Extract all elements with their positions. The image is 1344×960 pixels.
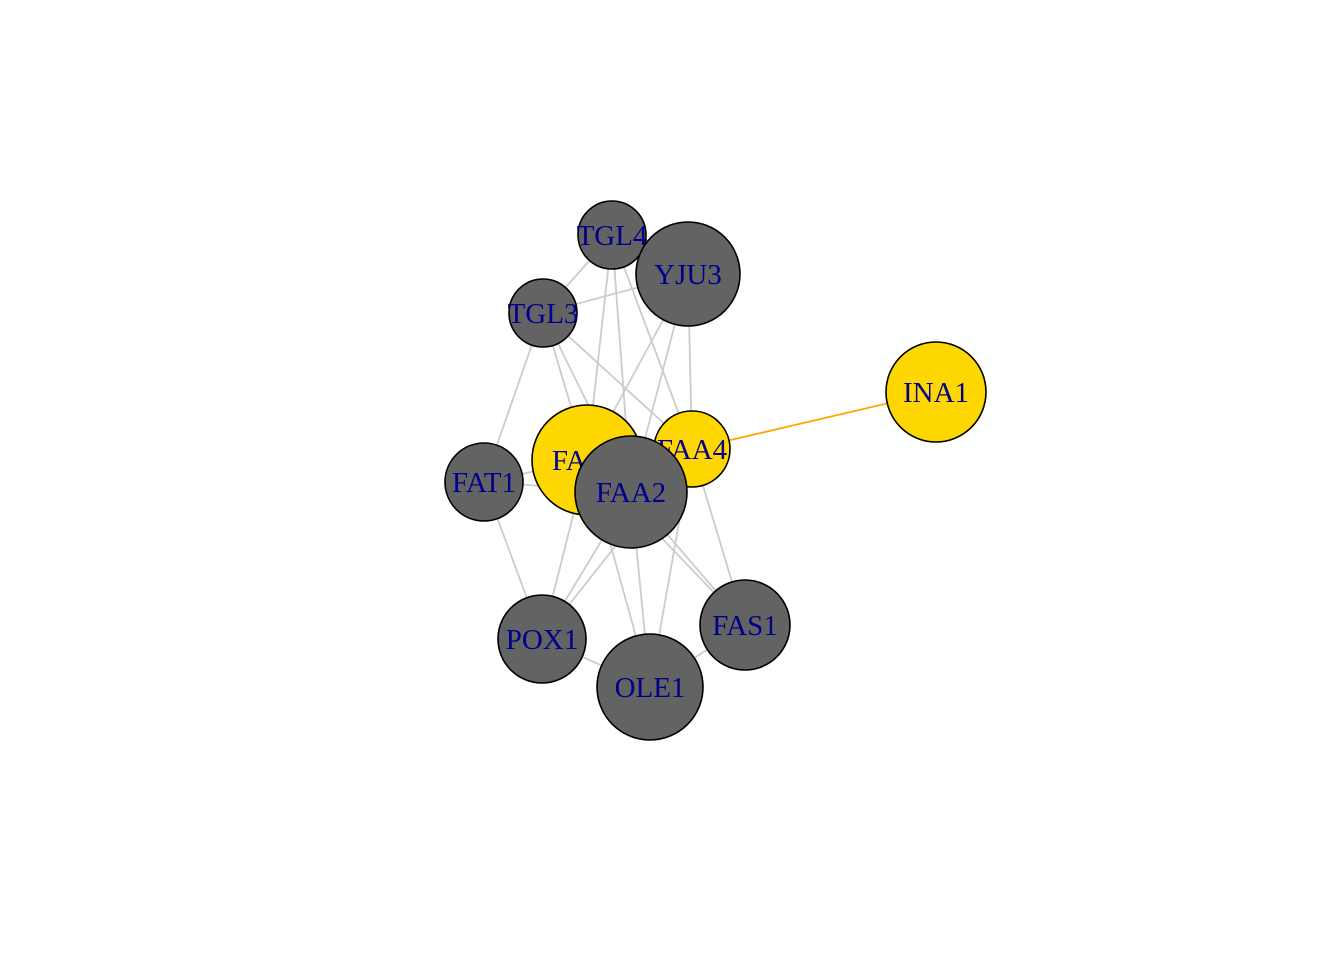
node-fat1: FAT1 xyxy=(444,442,524,522)
node-pox1: POX1 xyxy=(497,594,587,684)
node-circle-pox1 xyxy=(497,594,587,684)
node-circle-ole1 xyxy=(596,633,704,741)
node-ole1: OLE1 xyxy=(596,633,704,741)
node-circle-faa2 xyxy=(574,435,688,549)
node-label-yju3: YJU3 xyxy=(654,259,722,291)
node-ina1: INA1 xyxy=(885,341,987,443)
node-label-fat1: FAT1 xyxy=(452,467,516,499)
node-fas1: FAS1 xyxy=(699,579,791,671)
node-circle-yju3 xyxy=(635,221,741,327)
node-label-faa2: FAA2 xyxy=(596,477,666,509)
node-circle-tgl3 xyxy=(508,278,578,348)
node-yju3: YJU3 xyxy=(635,221,741,327)
nodes-layer: TGL3TGL4YJU3INA1FAT1FAA4FAA1FAA2POX1OLE1… xyxy=(444,200,987,741)
node-circle-ina1 xyxy=(885,341,987,443)
node-faa2: FAA2 xyxy=(574,435,688,549)
node-tgl4: TGL4 xyxy=(577,200,648,270)
node-circle-fas1 xyxy=(699,579,791,671)
node-label-tgl4: TGL4 xyxy=(577,220,648,252)
node-label-ole1: OLE1 xyxy=(615,672,686,704)
node-label-pox1: POX1 xyxy=(506,624,579,656)
node-tgl3: TGL3 xyxy=(508,278,579,348)
node-label-tgl3: TGL3 xyxy=(508,298,579,330)
node-label-ina1: INA1 xyxy=(903,377,969,409)
node-circle-tgl4 xyxy=(577,200,647,270)
node-label-fas1: FAS1 xyxy=(712,610,778,642)
node-circle-fat1 xyxy=(444,442,524,522)
